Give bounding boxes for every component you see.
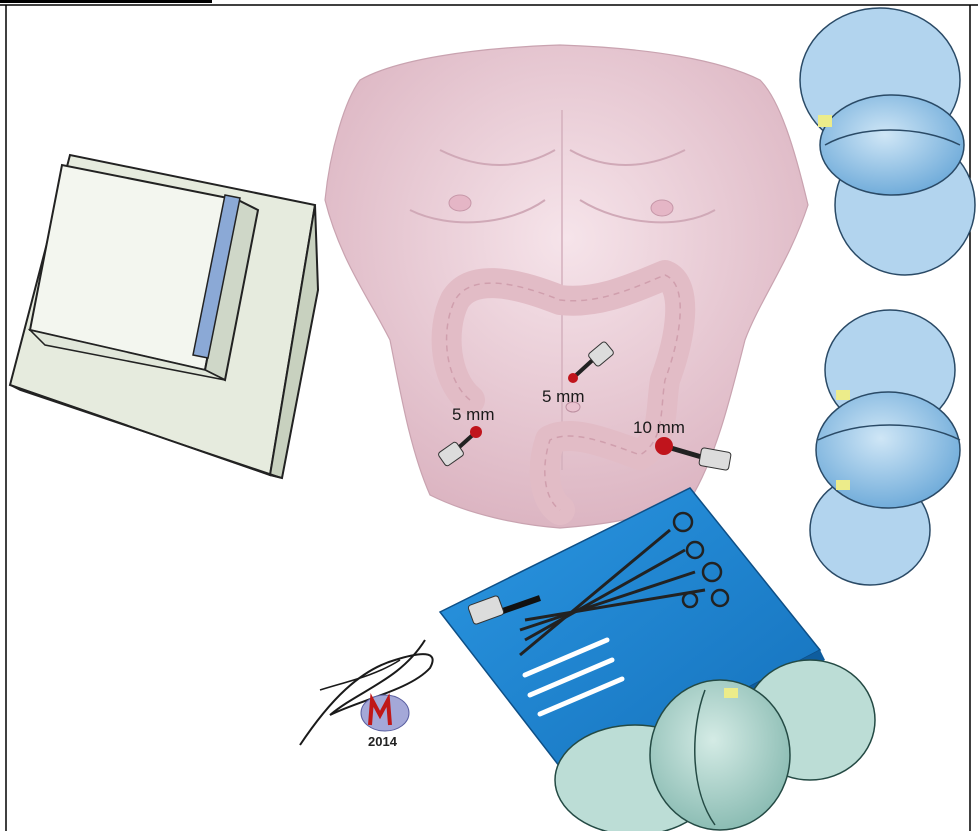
- port-right-label: 10 mm: [633, 418, 685, 437]
- signature-year: 2014: [368, 734, 398, 749]
- laparoscopy-tower: [10, 155, 318, 478]
- port-dot: [568, 373, 578, 383]
- port-dot: [655, 437, 673, 455]
- logo-globe: [361, 695, 409, 731]
- port-umbilical-label: 5 mm: [542, 387, 585, 406]
- port-dot: [470, 426, 482, 438]
- surgeon-top-right: [800, 8, 975, 275]
- signature-handwriting: [300, 640, 433, 745]
- signature-logo: 2014: [300, 640, 433, 749]
- port-left-label: 5 mm: [452, 405, 495, 424]
- surgeon-mid-right: [810, 310, 960, 585]
